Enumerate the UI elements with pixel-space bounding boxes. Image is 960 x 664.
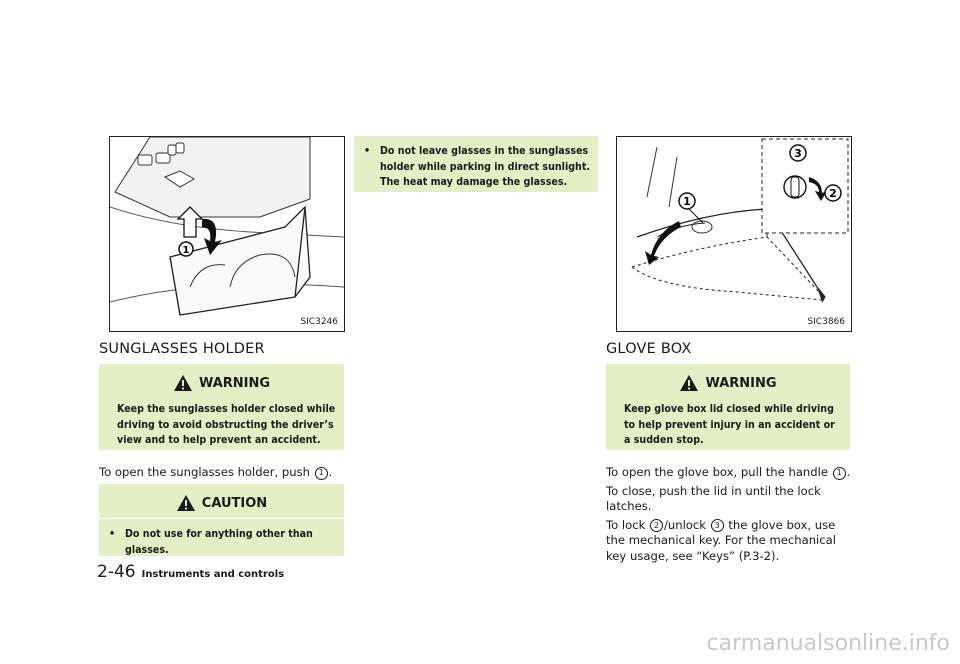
warning-icon <box>173 375 192 391</box>
caution-icon <box>176 495 195 511</box>
caution-title: CAUTION <box>201 495 268 511</box>
section-name: Instruments and controls <box>141 569 285 580</box>
marker-1: 1 <box>314 466 328 480</box>
warning-title-row: WARNING <box>99 374 344 392</box>
caution-text: Do not use for anything other than glass… <box>125 528 313 556</box>
page-footer: 2-46 Instruments and controls <box>97 562 284 582</box>
sunglasses-holder-drawing: 1 <box>110 137 344 316</box>
caution-text-sunlight: Do not leave glasses in the sunglasses h… <box>380 145 590 188</box>
figure-marker-1: 1 <box>183 245 190 256</box>
lock-glove-box-text: To lock 2/unlock 3 the glove box, use th… <box>606 517 836 563</box>
caution-box-sunglasses: CAUTION • Do not use for anything other … <box>99 484 344 556</box>
figure-marker-2: 2 <box>829 187 837 200</box>
open-glove-box-text: To open the glove box, pull the handle 1… <box>606 465 851 480</box>
glove-box-instructions: To open the glove box, pull the handle 1… <box>606 465 856 564</box>
warning-box-glove-box: WARNING Keep glove box lid closed while … <box>606 364 850 450</box>
warning-title: WARNING <box>705 375 777 391</box>
marker-3: 3 <box>710 519 724 532</box>
open-sunglasses-instruction: To open the sunglasses holder, push 1. <box>99 465 333 480</box>
caution-box-continued: • Do not leave glasses in the sunglasses… <box>354 136 598 192</box>
caution-bullet-sunlight: • Do not leave glasses in the sunglasses… <box>364 144 590 191</box>
figure-code: SIC3246 <box>300 317 338 327</box>
sunglasses-holder-illustration: 1 SIC3246 <box>109 136 345 332</box>
marker-2: 2 <box>649 519 663 532</box>
figure-marker-3: 3 <box>794 147 802 160</box>
marker-1: 1 <box>832 466 846 480</box>
caution-bullet: • Do not use for anything other than gla… <box>109 527 336 558</box>
figure-code: SIC3866 <box>807 317 845 327</box>
section-heading-glove-box: GLOVE BOX <box>606 341 692 357</box>
watermark: carmanualsonline.info <box>706 631 950 656</box>
glove-box-drawing: 1 3 2 <box>631 138 849 303</box>
warning-text: Keep glove box lid closed while driving … <box>624 403 835 446</box>
page-number: 2-46 <box>97 562 136 582</box>
warning-text: Keep the sunglasses holder closed while … <box>117 403 336 446</box>
figure-marker-1: 1 <box>683 195 691 208</box>
close-glove-box-text: To close, push the lid in until the lock… <box>606 483 821 514</box>
warning-title-row: WARNING <box>606 374 850 392</box>
warning-icon <box>680 375 699 391</box>
warning-title: WARNING <box>198 375 271 391</box>
caution-title-row: CAUTION <box>99 494 344 512</box>
glove-box-illustration: 1 3 2 SIC3866 <box>616 136 852 332</box>
warning-box-sunglasses: WARNING Keep the sunglasses holder close… <box>99 364 344 450</box>
section-heading-sunglasses-holder: SUNGLASSES HOLDER <box>99 341 265 357</box>
